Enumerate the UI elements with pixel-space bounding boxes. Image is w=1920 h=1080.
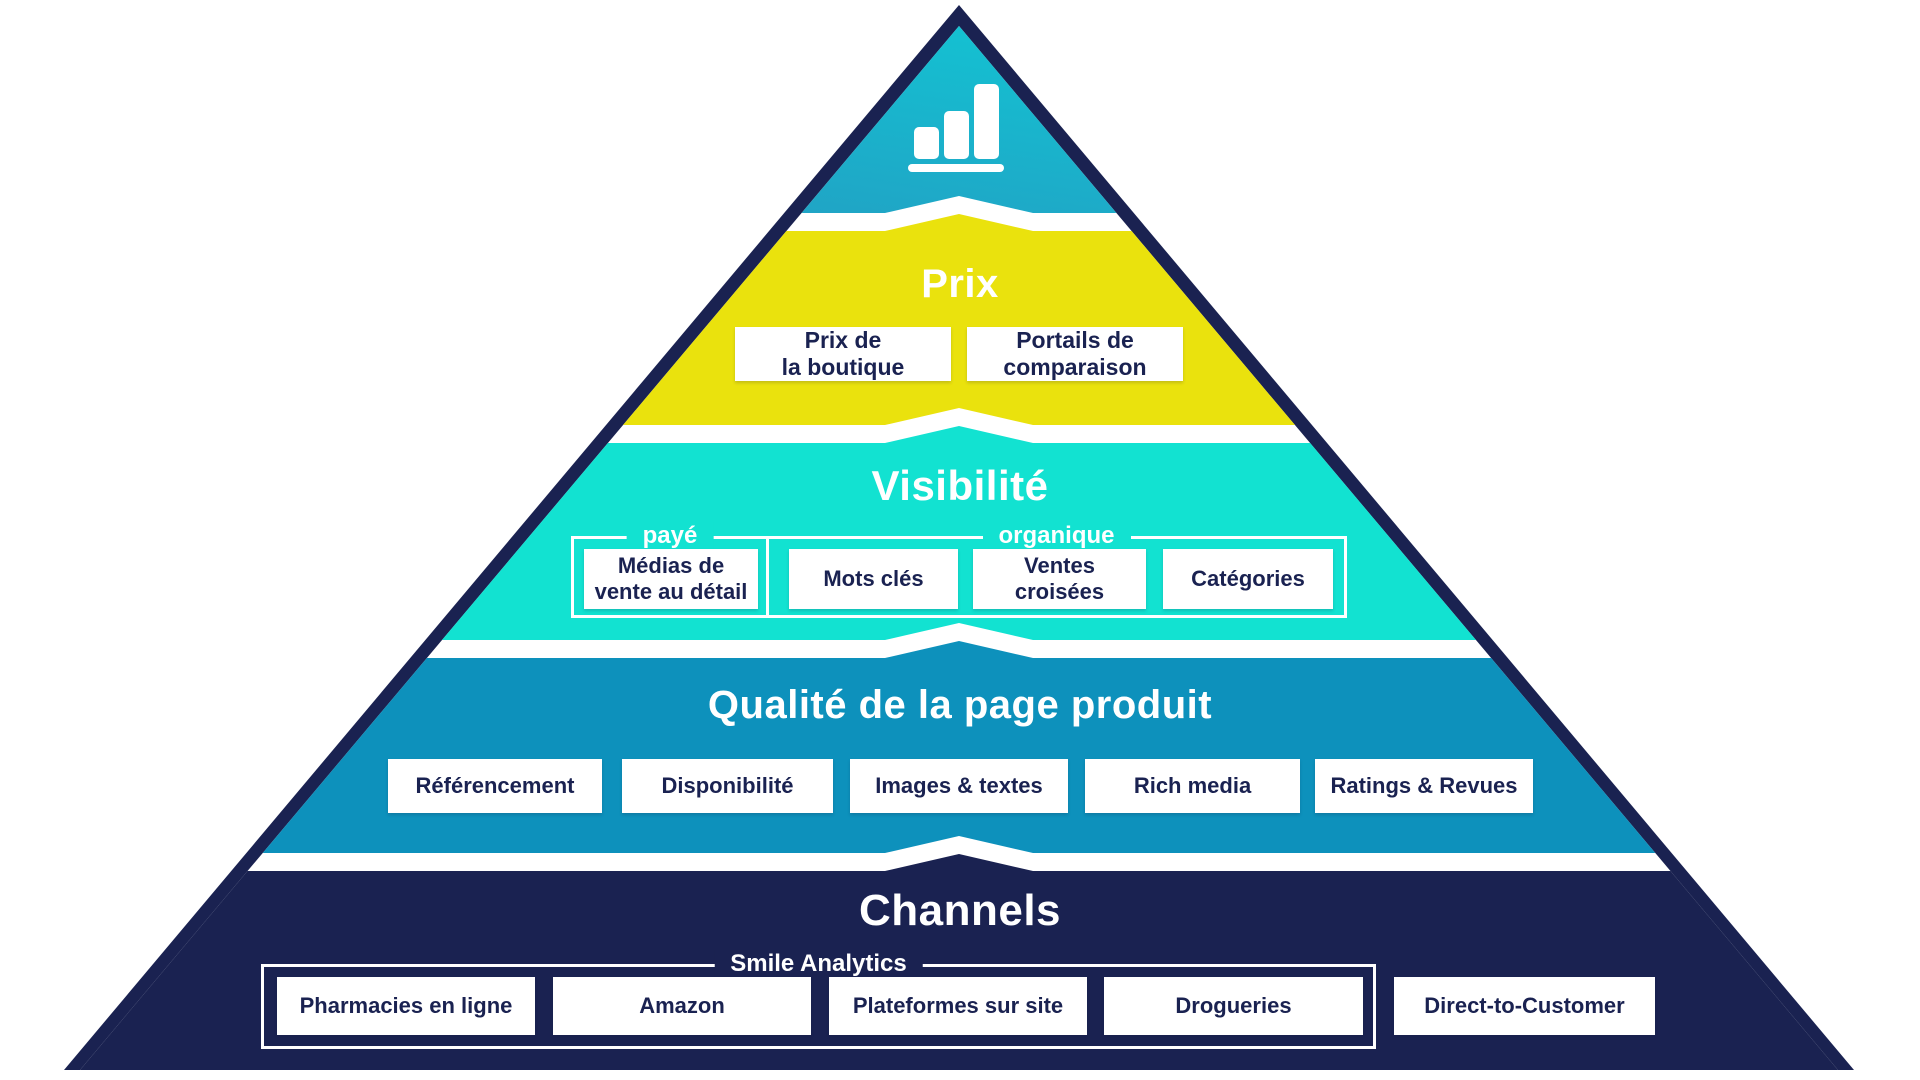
organique-group-label: organique <box>982 522 1131 550</box>
prix-title: Prix <box>921 262 999 306</box>
paye-group-label: payé <box>626 522 714 550</box>
channels-box-direct-to-customer: Direct-to-Customer <box>1394 977 1655 1035</box>
channels-box-amazon: Amazon <box>553 977 811 1035</box>
visibilite-box-medias: Médias de vente au détail <box>584 549 758 609</box>
qualite-box-referencement: Référencement <box>388 759 602 813</box>
visibilite-box-mots-cles: Mots clés <box>789 549 958 609</box>
smile-analytics-label: Smile Analytics <box>714 950 923 978</box>
channels-title: Channels <box>858 886 1062 935</box>
prix-box-boutique: Prix de la boutique <box>735 327 951 381</box>
qualite-box-ratings-revues: Ratings & Revues <box>1315 759 1533 813</box>
qualite-title: Qualité de la page produit <box>707 683 1213 727</box>
visibilite-box-categories: Catégories <box>1163 549 1333 609</box>
visibilite-box-ventes-croisees: Ventes croisées <box>973 549 1146 609</box>
paye-group-outline: payé <box>571 522 769 618</box>
smile-analytics-group-outline: Smile Analytics <box>261 950 1376 1049</box>
organique-group-outline: organique <box>766 522 1347 618</box>
qualite-box-images-textes: Images & textes <box>850 759 1068 813</box>
channels-box-plateformes: Plateformes sur site <box>829 977 1087 1035</box>
channels-box-pharmacies: Pharmacies en ligne <box>277 977 535 1035</box>
channels-box-drogueries: Drogueries <box>1104 977 1363 1035</box>
bar-chart-icon <box>908 84 1004 172</box>
qualite-box-rich-media: Rich media <box>1085 759 1300 813</box>
qualite-box-disponibilite: Disponibilité <box>622 759 833 813</box>
visibilite-title: Visibilité <box>871 462 1049 509</box>
prix-box-portails: Portails de comparaison <box>967 327 1183 381</box>
